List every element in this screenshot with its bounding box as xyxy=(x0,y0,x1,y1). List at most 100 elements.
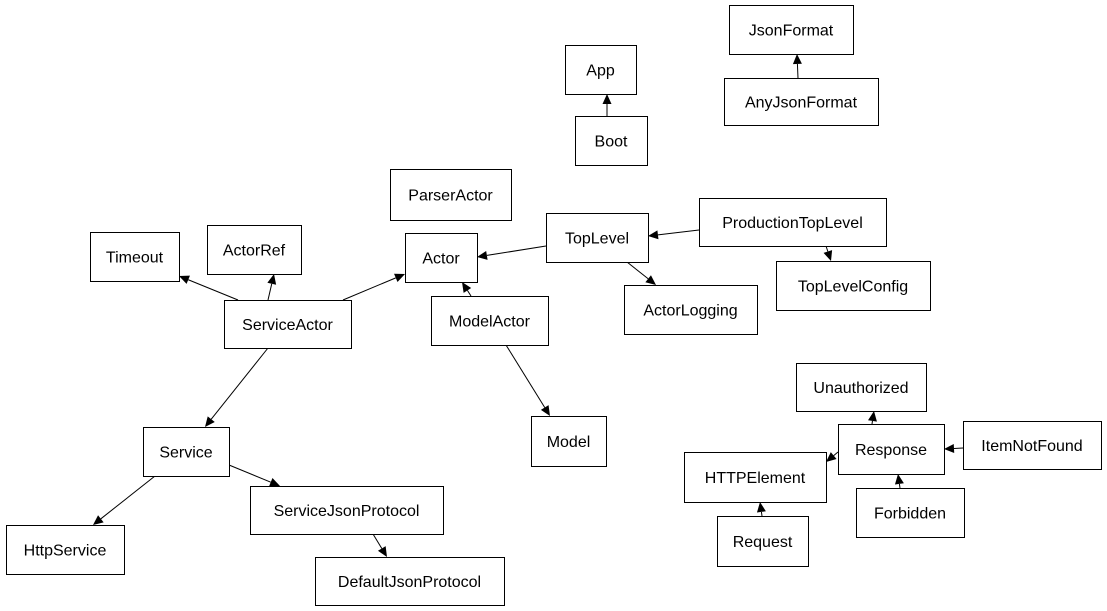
node-unauthorized[interactable]: Unauthorized xyxy=(796,363,927,412)
node-box xyxy=(684,452,827,503)
edge-line xyxy=(342,277,396,301)
node-box xyxy=(838,424,945,475)
node-label: ParserActor xyxy=(408,188,493,205)
node-box xyxy=(531,416,607,467)
arrowhead-icon xyxy=(267,274,277,285)
edge-line xyxy=(100,475,156,520)
node-response[interactable]: Response xyxy=(838,424,945,475)
node-label: HTTPElement xyxy=(705,470,806,487)
node-service[interactable]: Service xyxy=(143,427,230,477)
node-service-json-protocol[interactable]: ServiceJsonProtocol xyxy=(250,486,444,535)
node-box xyxy=(699,198,887,247)
edge-line xyxy=(626,261,649,280)
node-boot[interactable]: Boot xyxy=(575,116,648,166)
edge-line xyxy=(796,63,799,79)
node-top-level[interactable]: TopLevel xyxy=(546,213,649,263)
node-timeout[interactable]: Timeout xyxy=(90,232,180,282)
edge-service-to-service-json-protocol xyxy=(228,464,280,487)
arrowhead-icon xyxy=(477,250,488,260)
edge-service-actor-to-actor xyxy=(342,273,405,301)
node-item-not-found[interactable]: ItemNotFound xyxy=(963,421,1102,470)
edge-forbidden-to-response xyxy=(894,474,904,489)
arrowhead-icon xyxy=(823,250,833,261)
edge-any-json-format-to-json-format xyxy=(792,54,802,79)
edge-line xyxy=(486,245,547,256)
edge-line xyxy=(267,283,273,301)
arrowhead-icon xyxy=(394,273,405,283)
node-label: Model xyxy=(547,434,591,451)
edge-item-not-found-to-response xyxy=(944,443,964,453)
edge-line xyxy=(505,344,546,408)
node-label: ModelActor xyxy=(449,314,531,331)
node-box xyxy=(315,557,505,606)
arrowhead-icon xyxy=(792,54,802,65)
edge-service-json-protocol-to-default-json-protocol xyxy=(372,533,387,557)
node-model-actor[interactable]: ModelActor xyxy=(431,296,549,346)
edge-line xyxy=(466,290,472,297)
edge-line xyxy=(657,229,700,236)
edge-service-actor-to-actor-ref xyxy=(267,274,277,301)
node-any-json-format[interactable]: AnyJsonFormat xyxy=(724,78,879,126)
node-label: Unauthorized xyxy=(813,380,908,397)
arrowhead-icon xyxy=(944,443,955,453)
node-parser-actor[interactable]: ParserActor xyxy=(390,169,512,221)
node-label: ServiceActor xyxy=(242,317,333,334)
edge-service-actor-to-timeout xyxy=(179,275,239,301)
node-actor[interactable]: Actor xyxy=(405,233,478,283)
node-top-level-config[interactable]: TopLevelConfig xyxy=(776,261,931,311)
node-box xyxy=(729,5,854,55)
node-label: HttpService xyxy=(24,543,107,560)
node-box xyxy=(963,421,1102,470)
node-label: Service xyxy=(159,445,212,462)
edge-production-top-level-to-top-level xyxy=(648,229,700,240)
edge-response-to-unauthorized xyxy=(868,411,877,425)
edges-layer xyxy=(93,54,964,557)
edge-production-top-level-to-top-level-config xyxy=(823,245,833,261)
node-box xyxy=(565,45,637,95)
node-box xyxy=(776,261,931,311)
node-box xyxy=(796,363,927,412)
arrowhead-icon xyxy=(179,275,190,284)
node-default-json-protocol[interactable]: DefaultJsonProtocol xyxy=(315,557,505,606)
arrowhead-icon xyxy=(826,452,837,462)
node-box xyxy=(724,78,879,126)
node-service-actor[interactable]: ServiceActor xyxy=(224,300,352,349)
node-box xyxy=(224,300,352,349)
node-label: Actor xyxy=(422,251,460,268)
edge-model-actor-to-model xyxy=(505,344,550,416)
node-label: AnyJsonFormat xyxy=(745,95,858,112)
node-http-service[interactable]: HttpService xyxy=(6,525,125,575)
node-label: Response xyxy=(855,442,927,459)
node-forbidden[interactable]: Forbidden xyxy=(856,488,965,538)
arrowhead-icon xyxy=(269,478,280,487)
node-box xyxy=(717,516,809,567)
edge-top-level-to-actor-logging xyxy=(626,261,656,285)
node-actor-logging[interactable]: ActorLogging xyxy=(624,285,758,335)
node-box xyxy=(90,232,180,282)
edge-line xyxy=(210,347,269,420)
node-label: Boot xyxy=(595,134,628,151)
edge-model-actor-to-actor xyxy=(462,282,472,297)
node-label: DefaultJsonProtocol xyxy=(338,574,481,591)
node-box xyxy=(250,486,444,535)
arrowhead-icon xyxy=(540,405,550,416)
node-json-format[interactable]: JsonFormat xyxy=(729,5,854,55)
node-box xyxy=(431,296,549,346)
node-box xyxy=(405,233,478,283)
node-request[interactable]: Request xyxy=(717,516,809,567)
node-model[interactable]: Model xyxy=(531,416,607,467)
node-label: JsonFormat xyxy=(749,23,834,40)
node-label: ActorRef xyxy=(223,243,286,260)
node-label: TopLevelConfig xyxy=(798,279,908,296)
node-label: TopLevel xyxy=(565,231,629,248)
arrowhead-icon xyxy=(894,474,904,485)
arrowhead-icon xyxy=(756,502,766,513)
arrowhead-icon xyxy=(868,411,877,422)
edge-boot-to-app xyxy=(602,94,612,116)
node-actor-ref[interactable]: ActorRef xyxy=(207,225,302,275)
node-production-top-level[interactable]: ProductionTopLevel xyxy=(699,198,887,247)
node-http-element[interactable]: HTTPElement xyxy=(684,452,827,503)
node-app[interactable]: App xyxy=(565,45,637,95)
